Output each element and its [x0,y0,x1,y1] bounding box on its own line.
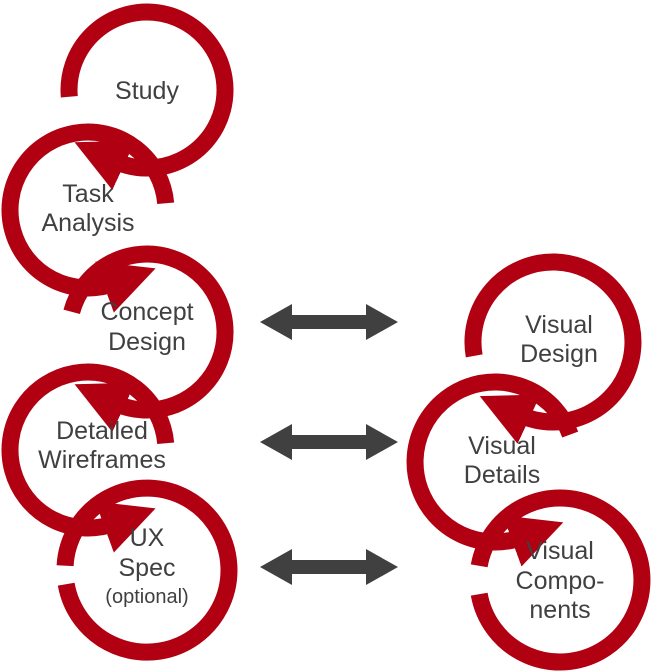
ux-spec-label-line1: UX [130,524,165,552]
visual-design-loop [464,253,642,444]
visual-components-label-line2: Compo- [516,567,605,595]
concept-design-loop [63,245,234,432]
double-arrow-3 [260,549,398,585]
detailed-wireframes-label-line1: Detailed [56,417,148,445]
concept-design-label-line1: Concept [100,298,193,326]
task-analysis-loop [1,123,175,313]
study-label: Study [115,77,179,105]
task-analysis-label-line2: Analysis [41,209,134,237]
concept-design-label-line2: Design [108,328,186,356]
visual-details-loop [406,373,579,567]
task-analysis-label-line1: Task [62,180,114,208]
connector-arrows [260,304,398,585]
double-arrow-2 [260,424,398,460]
visual-components-label-line1: Visual [526,537,594,565]
cycle-loops [1,3,651,671]
detailed-wireframes-loop [1,363,175,553]
visual-components-label-line3: nents [529,596,590,624]
labels: Study Task Analysis Concept Design Detai… [38,77,604,624]
detailed-wireframes-label-line2: Wireframes [38,446,166,474]
ux-spec-label-line3: (optional) [105,586,188,608]
visual-design-label-line1: Visual [525,311,593,339]
visual-components-loop [470,489,651,671]
visual-details-label-line1: Visual [468,432,536,460]
visual-details-label-line2: Details [464,461,540,489]
ux-spec-loop [56,479,238,661]
visual-design-label-line2: Design [520,340,598,368]
study-loop [60,3,234,190]
ux-spec-label-line2: Spec [119,554,176,582]
double-arrow-1 [260,304,398,340]
